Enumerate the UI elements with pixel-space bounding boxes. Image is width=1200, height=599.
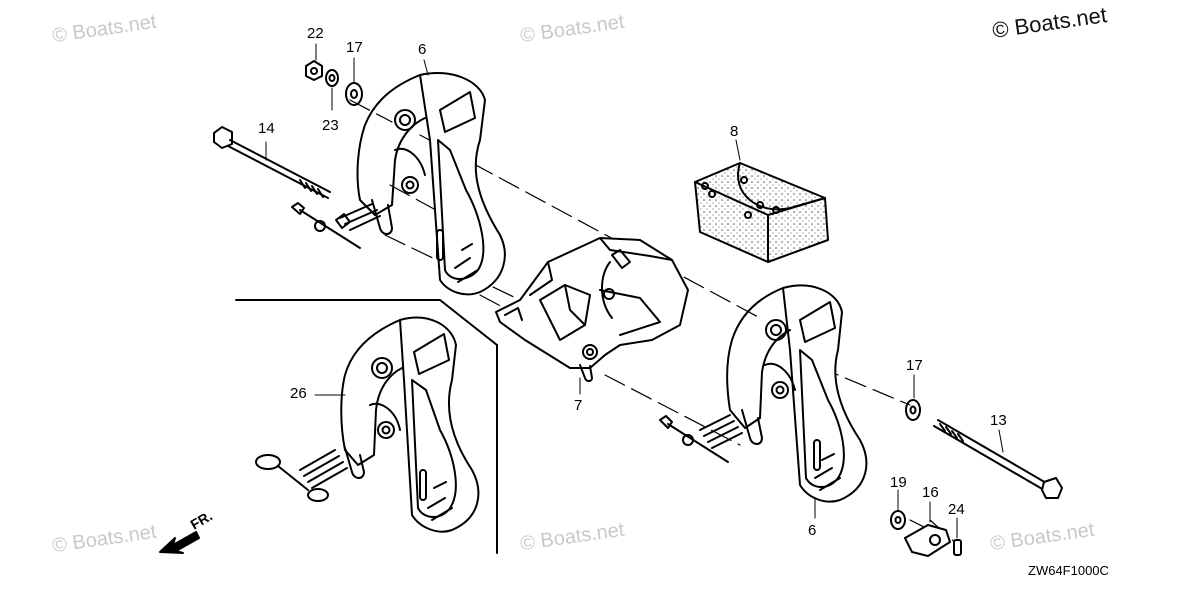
washer-23 <box>325 69 339 87</box>
nut-22 <box>305 60 323 81</box>
callout-17: 17 <box>346 39 363 56</box>
clamp-screw-26 <box>255 449 348 502</box>
leader-lines <box>265 43 1004 539</box>
stopper-block-8 <box>694 162 829 263</box>
bolt-14 <box>213 126 331 199</box>
pin-24 <box>953 539 962 556</box>
callout-26: 26 <box>290 385 307 402</box>
callout-16: 16 <box>922 484 939 501</box>
bracket-6-lower <box>726 284 868 503</box>
bolt-13 <box>933 419 1063 499</box>
clamp-screw-lower <box>659 414 743 463</box>
lever-16 <box>904 524 951 557</box>
callout-6: 6 <box>418 41 427 58</box>
callout-13: 13 <box>990 412 1007 429</box>
front-arrow-icon <box>159 531 200 554</box>
callout-22: 22 <box>307 25 324 42</box>
part-code: ZW64F1000C <box>1028 563 1109 578</box>
callout-19: 19 <box>890 474 907 491</box>
washer-19 <box>890 510 906 530</box>
callout-6: 6 <box>808 522 817 539</box>
callout-14: 14 <box>258 120 275 137</box>
callout-17: 17 <box>906 357 923 374</box>
callout-7: 7 <box>574 397 583 414</box>
bracket-6-upper <box>356 71 506 296</box>
callout-23: 23 <box>322 117 339 134</box>
washer-17-lower <box>905 399 921 421</box>
callout-8: 8 <box>730 123 739 140</box>
callout-24: 24 <box>948 501 965 518</box>
swivel-case-7 <box>495 237 689 382</box>
clamp-screw-upper <box>291 202 381 249</box>
section-divider <box>235 299 498 554</box>
bracket-26 <box>340 316 480 533</box>
washer-17-upper <box>345 82 363 106</box>
